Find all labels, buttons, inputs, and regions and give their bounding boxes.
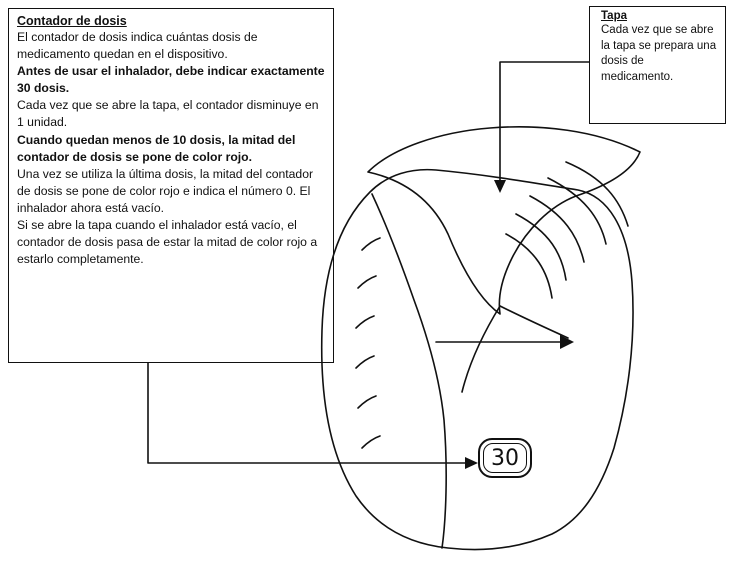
- lid-rib: [529, 195, 585, 263]
- callout-paragraph: Si se abre la tapa cuando el inhalador e…: [17, 218, 318, 267]
- dose-counter-callout: Contador de dosis El contador de dosis i…: [8, 8, 334, 363]
- lid-text: Cada vez que se abre la tapa se prepara …: [601, 23, 717, 85]
- lid-rib: [565, 161, 629, 227]
- grip-rib: [361, 237, 381, 251]
- dose-counter-text: El contador de dosis indica cuántas dosi…: [17, 29, 326, 268]
- callout-paragraph: Cada vez que se abre la tapa se prepara …: [601, 24, 717, 83]
- inhaler-lid: [367, 126, 641, 315]
- counter-arrowhead-icon: [465, 457, 478, 469]
- grip-rib: [357, 395, 377, 409]
- lid-callout: Tapa Cada vez que se abre la tapa se pre…: [589, 6, 726, 124]
- callout-paragraph: Cuando quedan menos de 10 dosis, la mita…: [17, 132, 296, 164]
- dose-counter-value: 30: [483, 443, 527, 473]
- lid-rib: [505, 233, 553, 299]
- counter-leader-line: [147, 362, 467, 464]
- callout-paragraph: Cada vez que se abre la tapa, el contado…: [17, 98, 319, 130]
- lid-seam-2: [461, 305, 501, 393]
- dose-counter-window: 30: [478, 438, 532, 478]
- inhaler-body: [320, 168, 634, 551]
- lid-title: Tapa: [601, 10, 627, 22]
- body-seam: [371, 193, 447, 549]
- lid-seam: [499, 305, 569, 339]
- lid-rib: [515, 213, 567, 281]
- seam-arrowhead-icon: [560, 335, 574, 349]
- grip-rib: [355, 315, 375, 329]
- lid-leader-line: [499, 61, 590, 183]
- lid-arrowhead-icon: [494, 180, 506, 193]
- callout-paragraph: Una vez se utiliza la última dosis, la m…: [17, 166, 314, 215]
- callout-paragraph: Antes de usar el inhalador, debe indicar…: [17, 64, 325, 96]
- dose-counter-title: Contador de dosis: [17, 14, 127, 28]
- lid-rib: [547, 177, 607, 245]
- callout-paragraph: El contador de dosis indica cuántas dosi…: [17, 30, 258, 62]
- grip-rib: [355, 355, 375, 369]
- grip-rib: [361, 435, 381, 449]
- grip-rib: [357, 275, 377, 289]
